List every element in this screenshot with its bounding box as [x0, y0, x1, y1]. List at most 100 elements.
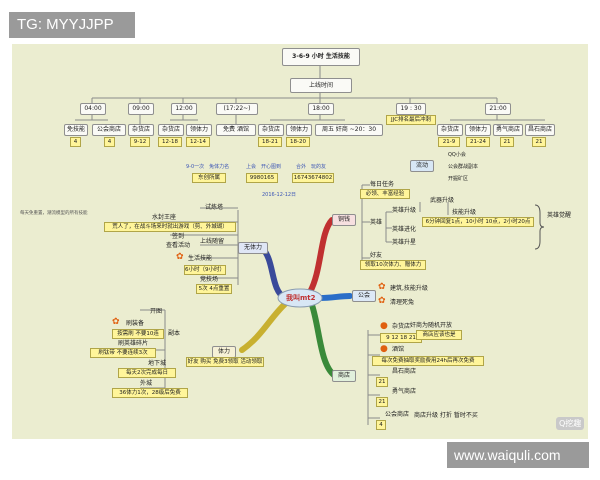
branch-top-right: [307, 217, 335, 295]
stamina-item-outer-note: 36体力1次，28级后免费: [112, 388, 188, 398]
shop-item-merchant: 奸商为随机开放: [410, 322, 453, 329]
union-flag-icon-2: ✿: [378, 296, 386, 306]
stamina-item-shard-note: 刷钛带 不要连续3次: [90, 348, 156, 358]
stamina-item-open-map: 开图: [150, 308, 163, 315]
stamina-flag-icon: ✿: [112, 317, 120, 327]
shop-item-tavern: 酒馆: [392, 346, 405, 353]
shop-item-upgrade-note: 商店升级 打折 暂时不买: [414, 412, 478, 419]
item-grocery-1800: 杂货店: [258, 124, 284, 136]
item-guild-shop: 公会商店: [92, 124, 126, 136]
left-branch-note: 每天免重置，潮流模型的所有技能: [20, 211, 88, 216]
shop-item-tavern-note: 每次免费抽取奖励费用24h后再次免费: [372, 356, 484, 366]
info-value-1: 东创所属: [192, 173, 226, 183]
shop-item-guild: 公会商店: [385, 411, 410, 418]
item-courage-shop: 勇气商店: [493, 124, 523, 136]
left-item-stay-online: 上线随留: [200, 238, 225, 245]
tr-item-friend-note: 领取10次体力、赠体力: [360, 260, 426, 270]
stamina-item-gear-note: 按需刷 不要10连: [112, 329, 164, 339]
union-item-build: 建筑,技能升级: [390, 285, 428, 292]
shop-item-merchant-note: 商店应该也是: [416, 330, 462, 340]
stamina-item-friend-note: 好友 购买 免费3领取 活动领取: [186, 357, 264, 367]
stamina-item-gear: 刷装备: [126, 320, 145, 327]
shop-icon-1: ●: [380, 321, 388, 331]
left-item-throne-note: 荒人了，在战斗场来时就出游戏（剪、外城瑚）: [104, 222, 236, 232]
left-item-signin: 签到: [172, 233, 185, 240]
source-tag: TG: MYYJJPP: [9, 12, 135, 38]
union-item-clean: 清理死兔: [390, 299, 415, 306]
center-node: 我叫mt2: [286, 294, 316, 302]
item-grocery-0900: 杂货店: [128, 124, 154, 136]
note-jjc: JJC排名最后冲刺: [386, 115, 436, 125]
top-right-branch-main: 铜钱: [332, 214, 356, 226]
tr-item-hero-evolve: 英雄进化: [392, 226, 417, 233]
time-0400: 04:00: [80, 103, 106, 115]
legend-label: 流动: [410, 160, 434, 172]
shop-item-courage-time: 21: [376, 397, 388, 407]
shop-item-guild-time: 4: [376, 420, 386, 430]
time-1800: 18:00: [308, 103, 334, 115]
value-free-skill: 4: [70, 137, 81, 147]
legend-line-1: QQ小会: [448, 152, 466, 158]
tr-item-daily-note: 必领、丰富经验: [360, 189, 410, 199]
item-grocery-1200: 杂货店: [158, 124, 184, 136]
time-1722: (17:22~): [216, 103, 258, 115]
tr-item-hero-awaken: 英雄觉醒: [547, 212, 572, 219]
value-grocery-0900: 9-12: [130, 137, 150, 147]
item-stamina-1200: 领体力: [186, 124, 212, 136]
left-item-hours: 6小时（9小时）: [184, 265, 226, 275]
branch-shop: [309, 302, 338, 379]
info-value-3: 16743674802: [292, 173, 334, 183]
flag-icon: ✿: [176, 252, 184, 262]
value-grocery-1200: 12-18: [158, 137, 182, 147]
corner-logo: Q挖趣: [556, 417, 585, 430]
tr-item-hero-star: 英雄升星: [392, 239, 417, 246]
info-label-1: 9-0一次 免体力名: [186, 164, 230, 170]
stamina-item-outer-city: 外城: [140, 380, 153, 387]
tr-item-daily: 每日任务: [370, 181, 395, 188]
value-guild-shop: 4: [104, 137, 115, 147]
value-changshi-shop: 21: [532, 137, 546, 147]
shop-item-grocery: 杂货店: [392, 323, 411, 330]
legend-line-2: 公会群战副本: [448, 164, 479, 170]
time-1930: 19 : 30: [396, 103, 426, 115]
item-stamina-2100: 领体力: [465, 124, 491, 136]
branch-stamina: [239, 301, 288, 353]
time-0900: 09:00: [128, 103, 154, 115]
time-2100: 21:00: [485, 103, 511, 115]
info-label-2: 上会 开心图到: [246, 164, 282, 170]
item-free-tavern: 免费 酒馆: [216, 124, 256, 136]
shop-branch-main: 商店: [332, 370, 356, 382]
shop-item-changshi: 昌石商店: [392, 368, 417, 375]
center-node-shape: [277, 288, 323, 308]
tr-item-weapon-upgrade: 武器升级: [430, 197, 455, 204]
value-stamina-2100: 21-24: [466, 137, 490, 147]
item-grocery-2100: 杂货店: [437, 124, 463, 136]
value-grocery-1800: 18-21: [258, 137, 282, 147]
stamina-item-hero-shard: 刷英雄碎片: [118, 340, 149, 347]
left-item-activity: 查看活动: [166, 242, 191, 249]
tr-item-hero-upgrade: 英雄升级: [392, 207, 417, 214]
watermark: www.waiquli.com: [447, 442, 589, 468]
tr-item-regen-note: 6分钟回复1点，10小时 10点，2小时20点: [422, 217, 534, 227]
left-branch-main: 无体力: [238, 242, 268, 254]
shop-icon-2: ●: [380, 344, 388, 354]
tr-item-skill-upgrade: 技能升级: [452, 209, 477, 216]
time-1200: 12:00: [171, 103, 197, 115]
stamina-item-dungeon-note: 每天2次完成每日: [118, 368, 176, 378]
item-stamina-1800: 领体力: [286, 124, 312, 136]
item-changshi-shop: 昌石商店: [525, 124, 555, 136]
left-item-throne: 水封王座: [152, 214, 177, 221]
info-label-3: 合外 玩的友: [296, 164, 327, 170]
branch-left: [259, 245, 288, 301]
union-flag-icon: ✿: [378, 282, 386, 292]
shop-item-courage: 勇气商店: [392, 388, 417, 395]
left-item-trial: 试炼塔: [205, 204, 224, 211]
value-stamina-1200: 12-14: [186, 137, 210, 147]
branch-union: [317, 293, 353, 301]
union-branch-main: 公会: [352, 290, 376, 302]
map-title: 3-6-9 小时 生活技能: [282, 48, 360, 66]
stamina-item-dungeon: 地下城: [148, 360, 167, 367]
value-grocery-2100: 21-9: [438, 137, 460, 147]
timeline-header: 上线时间: [290, 78, 352, 93]
